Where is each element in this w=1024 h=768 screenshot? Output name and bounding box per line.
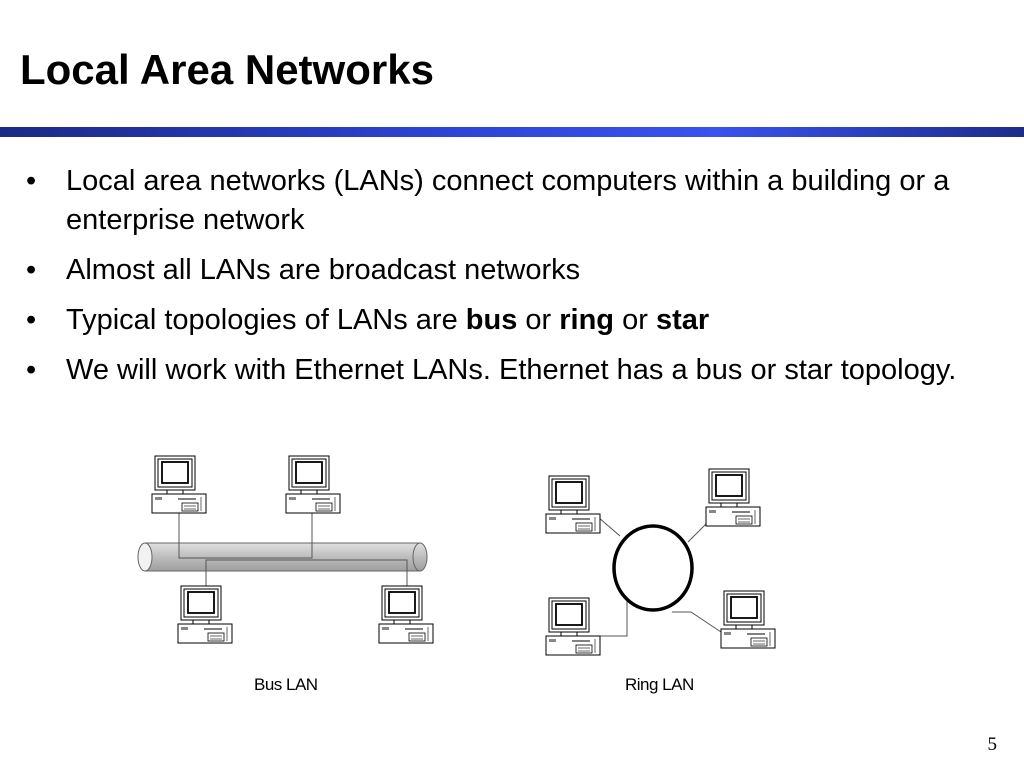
ring-link-line [597, 516, 621, 537]
ring-lan-caption: Ring LAN [625, 675, 694, 694]
computer-icon [720, 590, 776, 649]
bullet-text: Typical topologies of LANs are bus or ri… [66, 304, 709, 336]
bullet-item: • Almost all LANs are broadcast networks [26, 251, 986, 290]
title-underline-bar [0, 127, 1024, 137]
bullet-text-or: or [614, 304, 656, 336]
computer-icon [545, 475, 601, 534]
bus-drop-line [205, 559, 408, 586]
ring-link-line [600, 592, 628, 637]
ring-link-line [687, 522, 708, 543]
bus-lan-caption: Bus LAN [254, 675, 318, 694]
ring-lan-diagram [545, 468, 776, 656]
bus-lan-diagram [137, 455, 434, 644]
bus-cable [137, 542, 428, 572]
bullet-dot: • [26, 165, 37, 197]
computer-icon [545, 597, 601, 656]
bullet-text-prefix: Typical topologies of LANs are [66, 304, 466, 336]
bold-term-star: star [655, 304, 710, 336]
bullet-text: We will work with Ethernet LANs. Etherne… [66, 354, 957, 386]
computer-icon [177, 585, 233, 644]
bullet-text-or: or [517, 304, 560, 336]
bold-term-ring: ring [559, 304, 615, 336]
slide-title: Local Area Networks [20, 46, 434, 93]
bullet-text: Almost all LANs are broadcast networks [66, 254, 581, 286]
bullet-list: • Local area networks (LANs) connect com… [26, 162, 986, 401]
ring-link-line [672, 611, 722, 633]
computer-icon [705, 468, 761, 527]
ring-circle [612, 524, 694, 612]
computer-icon [285, 455, 341, 514]
bus-drop-line [178, 512, 313, 559]
bullet-text: Local area networks (LANs) connect compu… [66, 165, 950, 236]
bullet-dot: • [26, 254, 37, 286]
bullet-item: • Local area networks (LANs) connect com… [26, 162, 986, 240]
computer-icon [378, 585, 434, 644]
bold-term-bus: bus [465, 304, 518, 336]
page-number: 5 [987, 734, 998, 755]
bullet-item: • Typical topologies of LANs are bus or … [26, 301, 986, 340]
bullet-item: • We will work with Ethernet LANs. Ether… [26, 351, 986, 390]
bullet-dot: • [26, 354, 37, 386]
computer-icon [151, 455, 207, 514]
bullet-dot: • [26, 304, 37, 336]
